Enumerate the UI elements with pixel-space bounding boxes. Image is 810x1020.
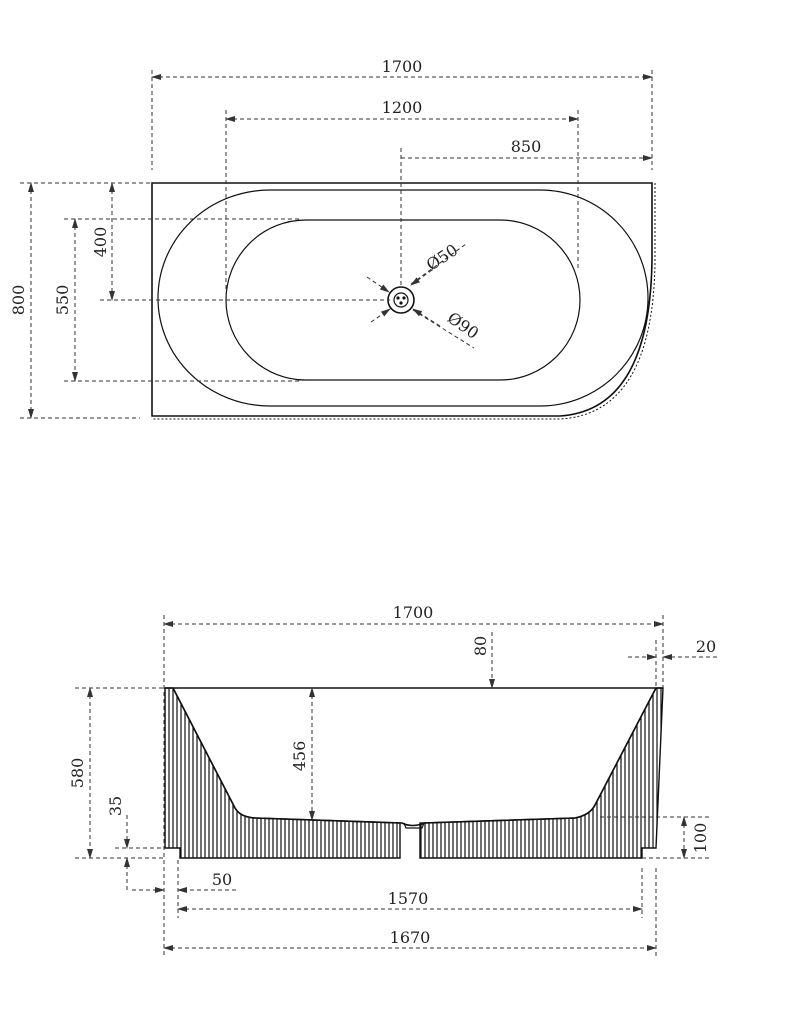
label-drain-50: Ø50: [423, 240, 461, 274]
label-side-50: 50: [212, 870, 232, 889]
label-side-80: 80: [471, 636, 490, 656]
drain-hole-2: [402, 296, 406, 300]
label-top-1700: 1700: [382, 57, 423, 76]
label-side-35: 35: [106, 796, 125, 816]
label-side-1700: 1700: [393, 603, 434, 622]
drain-hole-1: [396, 296, 400, 300]
dim-line-drain-50: [366, 276, 390, 293]
dim-line-drain-50b: [410, 243, 467, 285]
dim-line-drain-90: [370, 308, 391, 323]
label-top-550: 550: [53, 285, 72, 316]
label-side-20: 20: [696, 637, 716, 656]
drain-hole-3: [399, 301, 403, 305]
tub-rim: [157, 189, 649, 407]
side-drain: [403, 822, 425, 829]
label-side-1670: 1670: [390, 928, 431, 947]
top-view: 1700 1200 850 800 550 400 Ø50 Ø90: [9, 57, 656, 420]
label-side-456: 456: [290, 741, 309, 772]
tub-scalloped-edge: [152, 183, 656, 420]
side-wall-left: [164, 687, 401, 859]
drain-outer: [387, 286, 415, 314]
side-wall-right: [419, 687, 664, 859]
tub-inner-basin: [225, 219, 581, 381]
label-top-1200: 1200: [382, 98, 423, 117]
label-top-400: 400: [91, 227, 110, 258]
label-side-1570: 1570: [388, 889, 429, 908]
label-side-580: 580: [68, 758, 87, 789]
dim-line-drain-90b: [412, 309, 475, 349]
label-side-100: 100: [691, 823, 710, 854]
tub-outer-shell: [151, 182, 653, 417]
label-drain-90: Ø90: [444, 308, 482, 343]
label-top-850: 850: [511, 137, 542, 156]
side-view: 1700 80 20 580 456 35 100 50 1570 1670: [68, 603, 717, 958]
label-top-800: 800: [9, 285, 28, 316]
side-inner-profile: [172, 687, 657, 827]
drain-inner: [393, 292, 409, 308]
